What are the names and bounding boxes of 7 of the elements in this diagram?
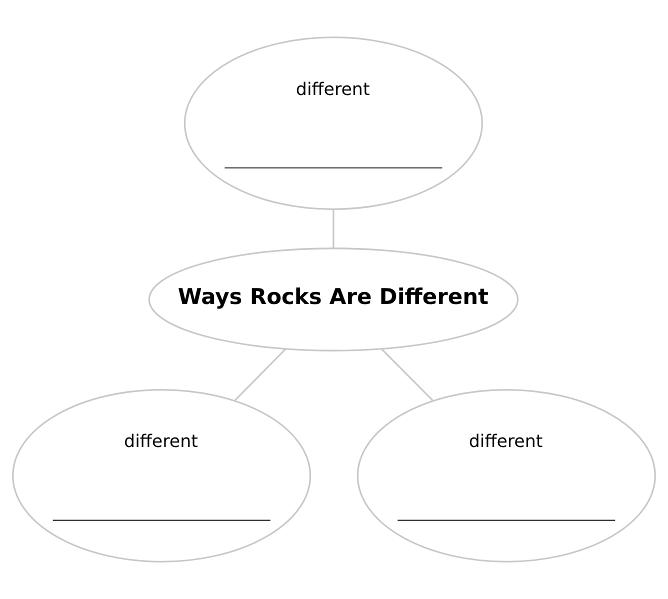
node-ellipse: different xyxy=(12,388,312,562)
connector xyxy=(381,348,434,402)
node-ellipse: different xyxy=(356,388,656,562)
connector xyxy=(234,348,286,402)
connector xyxy=(332,209,334,248)
node-ellipse: different xyxy=(184,36,483,210)
node-ellipse: Ways Rocks Are Different xyxy=(148,248,519,352)
